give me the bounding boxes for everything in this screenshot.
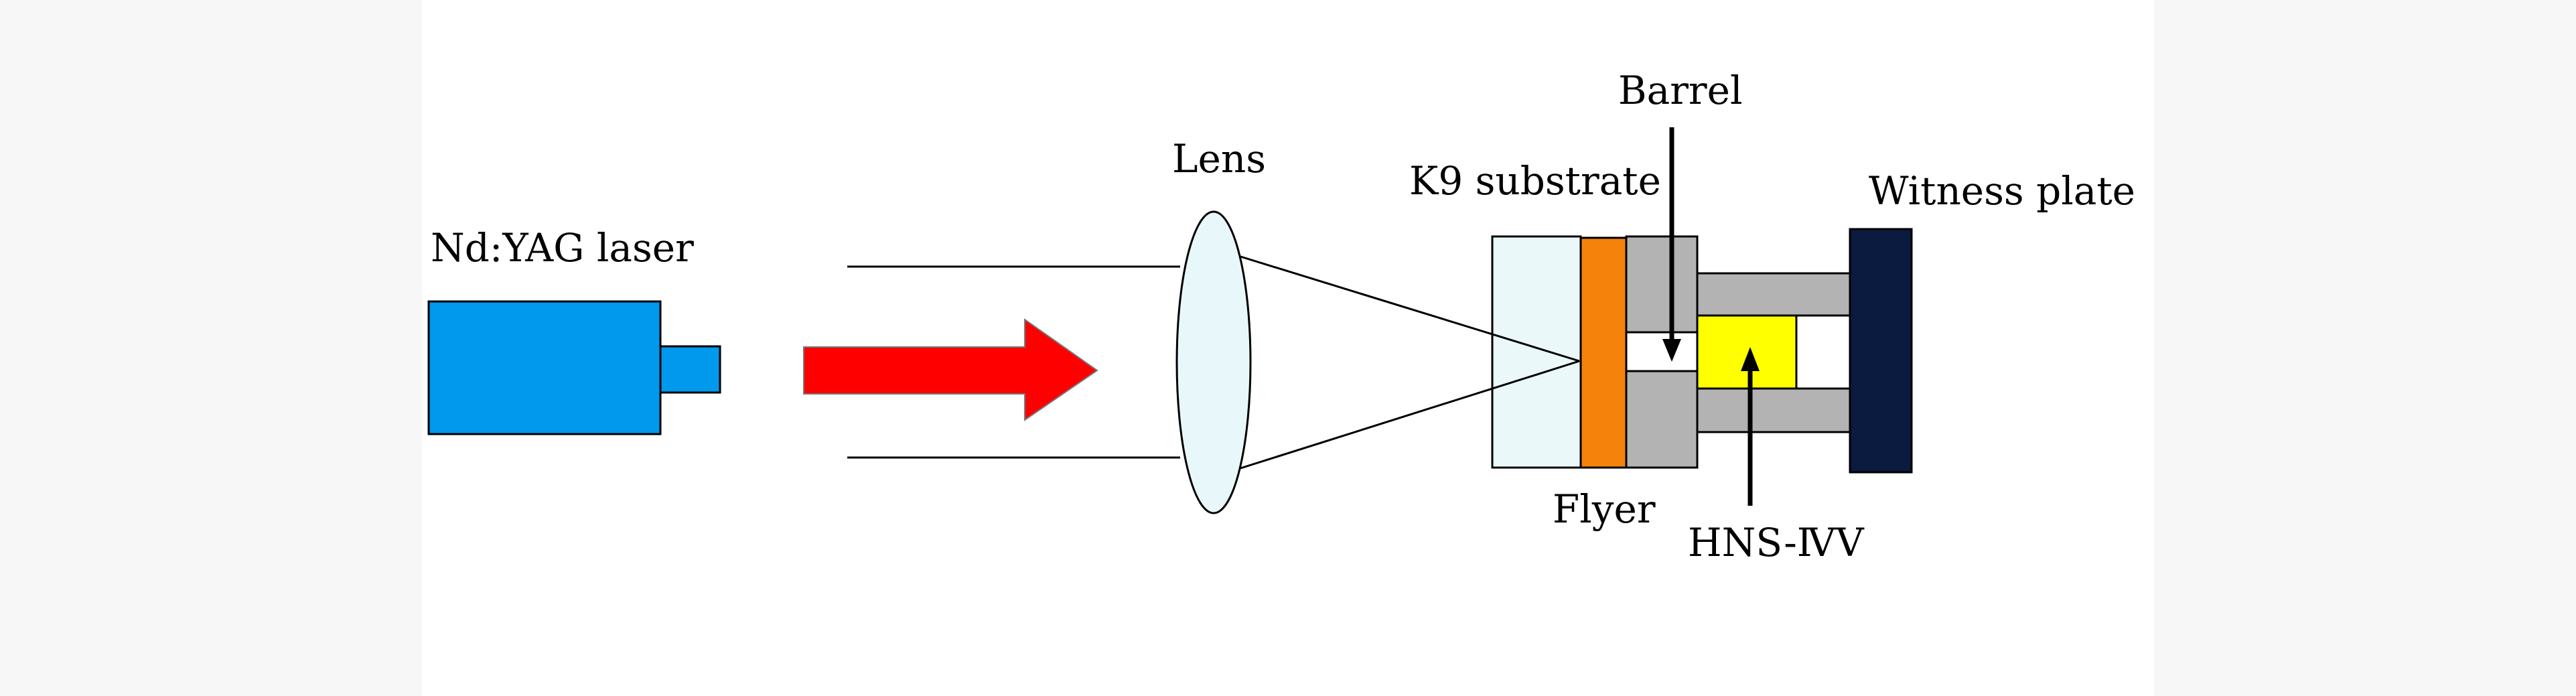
barrel-lower-block <box>1625 370 1699 469</box>
hns-label: HNS-ⅣⅤ <box>1688 520 1865 565</box>
spacer-lower-arm <box>1696 387 1851 433</box>
focus-upper-line <box>1240 255 1580 362</box>
witness-plate-label: Witness plate <box>1869 168 2135 214</box>
barrel-upper-block <box>1625 235 1699 334</box>
k9-substrate <box>1491 235 1582 469</box>
barrel-label: Barrel <box>1618 68 1743 113</box>
focus-lower-line <box>1240 360 1580 470</box>
flyer-label: Flyer <box>1553 486 1656 532</box>
hns-charge <box>1696 314 1798 390</box>
lens <box>1175 210 1252 514</box>
laser-label: Nd:YAG laser <box>431 225 694 271</box>
laser-beam-arrow <box>803 318 1098 421</box>
laser-source <box>427 300 721 435</box>
lens-label: Lens <box>1172 136 1266 182</box>
witness-plate <box>1849 228 1913 474</box>
spacer-upper-arm <box>1696 272 1851 317</box>
hns-pointer-head <box>1741 347 1760 371</box>
laser-nozzle <box>659 345 721 394</box>
left-margin-panel <box>0 0 422 696</box>
flyer <box>1579 236 1628 469</box>
barrel-pointer-head <box>1662 339 1681 362</box>
laser-body <box>427 300 662 435</box>
k9-substrate-label: K9 substrate <box>1409 158 1661 204</box>
right-margin-panel <box>2154 0 2576 696</box>
